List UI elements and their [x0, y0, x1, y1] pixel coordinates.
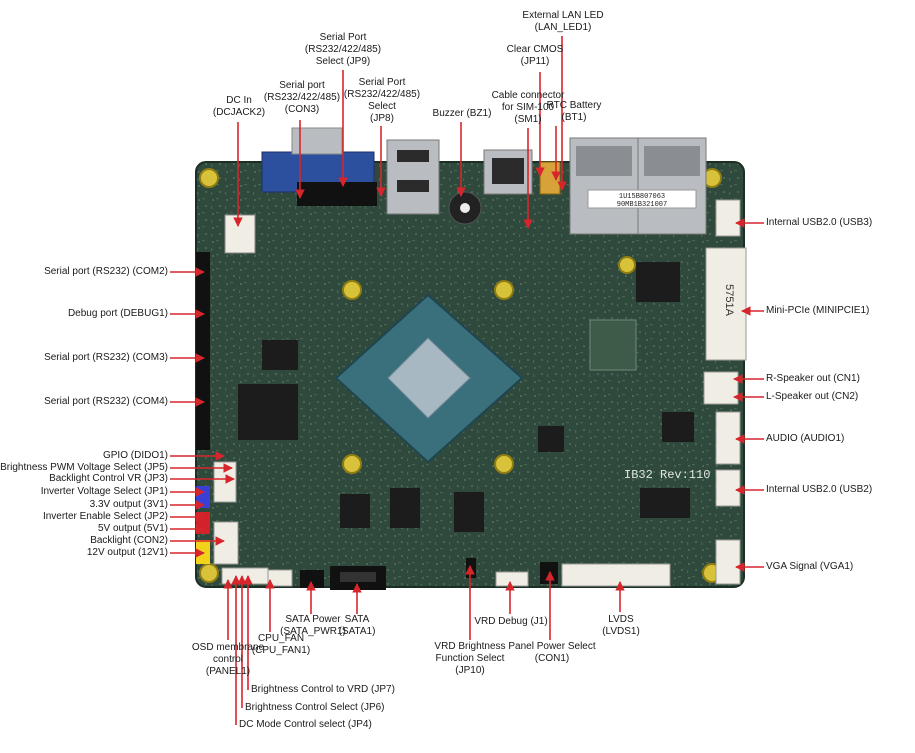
top-components: 1U15B807063 90MB1B321007 [224, 127, 741, 254]
label-minipcie: Mini-PCIe (MINIPCIE1) [766, 305, 870, 316]
label-sata: SATA (SATA1) [338, 614, 376, 637]
label-jp7: Brightness Control to VRD (JP7) [251, 684, 395, 695]
speaker-connector [703, 371, 739, 405]
label-jp3: Backlight Control VR (JP3) [49, 473, 168, 484]
label-jp6: Brightness Control Select (JP6) [245, 702, 385, 713]
mount-hole [199, 168, 219, 188]
lvds-connector [561, 563, 671, 587]
sata-power [300, 570, 324, 588]
label-dc-in: DC In (DCJACK2) [212, 95, 266, 118]
pin-header [297, 182, 377, 206]
board-silkscreen: IB32 Rev:110 [624, 468, 710, 482]
label-panel: OSD membrane control (PANEL1) [191, 642, 265, 677]
mount-hole [494, 280, 514, 300]
label-serial-jp9: Serial Port (RS232/422/485) Select (JP9) [304, 32, 382, 67]
lan-sticker-text-1: 1U15B807063 [619, 193, 665, 201]
j1-header [495, 571, 529, 587]
label-rtc: RTC Battery (BT1) [546, 100, 602, 123]
mount-hole [199, 563, 219, 583]
label-lvds: LVDS (LVDS1) [602, 614, 640, 637]
label-usb2: Internal USB2.0 (USB2) [766, 484, 873, 495]
vga-header [715, 539, 741, 585]
chips: IB32 Rev:110 [238, 262, 710, 532]
label-5v: 5V output (5V1) [97, 523, 168, 534]
minipcie-mark: 5751A [723, 284, 735, 316]
label-audio: AUDIO (AUDIO1) [766, 433, 845, 444]
label-3v3: 3.3V output (3V1) [89, 499, 168, 510]
jumper-yellow [196, 540, 210, 564]
label-gpio: GPIO (DIDO1) [102, 450, 168, 461]
jp10-header [466, 558, 476, 578]
bottom-components [221, 558, 671, 590]
com-header [196, 252, 210, 450]
backlight-connector [213, 521, 239, 565]
mount-hole [618, 256, 636, 274]
minipcie-slot [705, 247, 747, 361]
label-jp10: VRD Brightness Function Select (JP10) [434, 641, 506, 676]
label-cn2: L-Speaker out (CN2) [766, 391, 859, 402]
label-cpu-fan: CPU_FAN (CPU_FAN1) [251, 633, 311, 656]
usb2-header [715, 469, 741, 507]
label-j1: VRD Debug (J1) [474, 616, 548, 627]
usb3-header [715, 199, 741, 237]
label-con2: Backlight (CON2) [90, 535, 168, 546]
label-com4: Serial port (RS232) (COM4) [44, 396, 168, 407]
label-sim: Cable connector for SIM-100 (SM1) [491, 90, 565, 125]
label-vga: VGA Signal (VGA1) [766, 561, 854, 572]
label-cn1: R-Speaker out (CN1) [766, 373, 860, 384]
label-jp4: DC Mode Control select (JP4) [239, 719, 372, 730]
cpu-package [334, 293, 524, 464]
audio-header [715, 411, 741, 465]
label-con1: Panel Power Select (CON1) [508, 641, 596, 664]
label-jp1: Inverter Voltage Select (JP1) [40, 486, 168, 497]
jumper-red [196, 512, 210, 534]
rtc-battery [539, 161, 561, 195]
cpu-fan [267, 569, 293, 587]
lan-sticker-text-2: 90MB1B321007 [617, 201, 667, 209]
label-clear-cmos: Clear CMOS (JP11) [506, 44, 564, 67]
callout-arrows [170, 36, 764, 725]
panel-header [221, 567, 269, 585]
dc-jack [224, 214, 256, 254]
label-12v: 12V output (12V1) [86, 547, 168, 558]
label-com3: Serial port (RS232) (COM3) [44, 352, 168, 363]
label-jp5: Brightness PWM Voltage Select (JP5) [0, 462, 168, 473]
label-buzzer: Buzzer (BZ1) [432, 108, 492, 119]
label-usb3: Internal USB2.0 (USB3) [766, 217, 873, 228]
con1-header [540, 562, 558, 584]
label-lan-led: External LAN LED (LAN_LED1) [522, 10, 604, 33]
mount-hole [342, 280, 362, 300]
mount-hole [342, 454, 362, 474]
label-sata-pwr: SATA Power (SATA_PWR1) [280, 614, 346, 637]
label-debug: Debug port (DEBUG1) [67, 308, 168, 319]
label-serial-jp8: Serial Port (RS232/422/485) Select (JP8) [343, 77, 421, 124]
mount-hole [494, 454, 514, 474]
label-jp2: Inverter Enable Select (JP2) [42, 511, 168, 522]
label-serial-con3: Serial port (RS232/422/485) (CON3) [263, 80, 341, 115]
label-com2: Serial port (RS232) (COM2) [44, 266, 168, 277]
